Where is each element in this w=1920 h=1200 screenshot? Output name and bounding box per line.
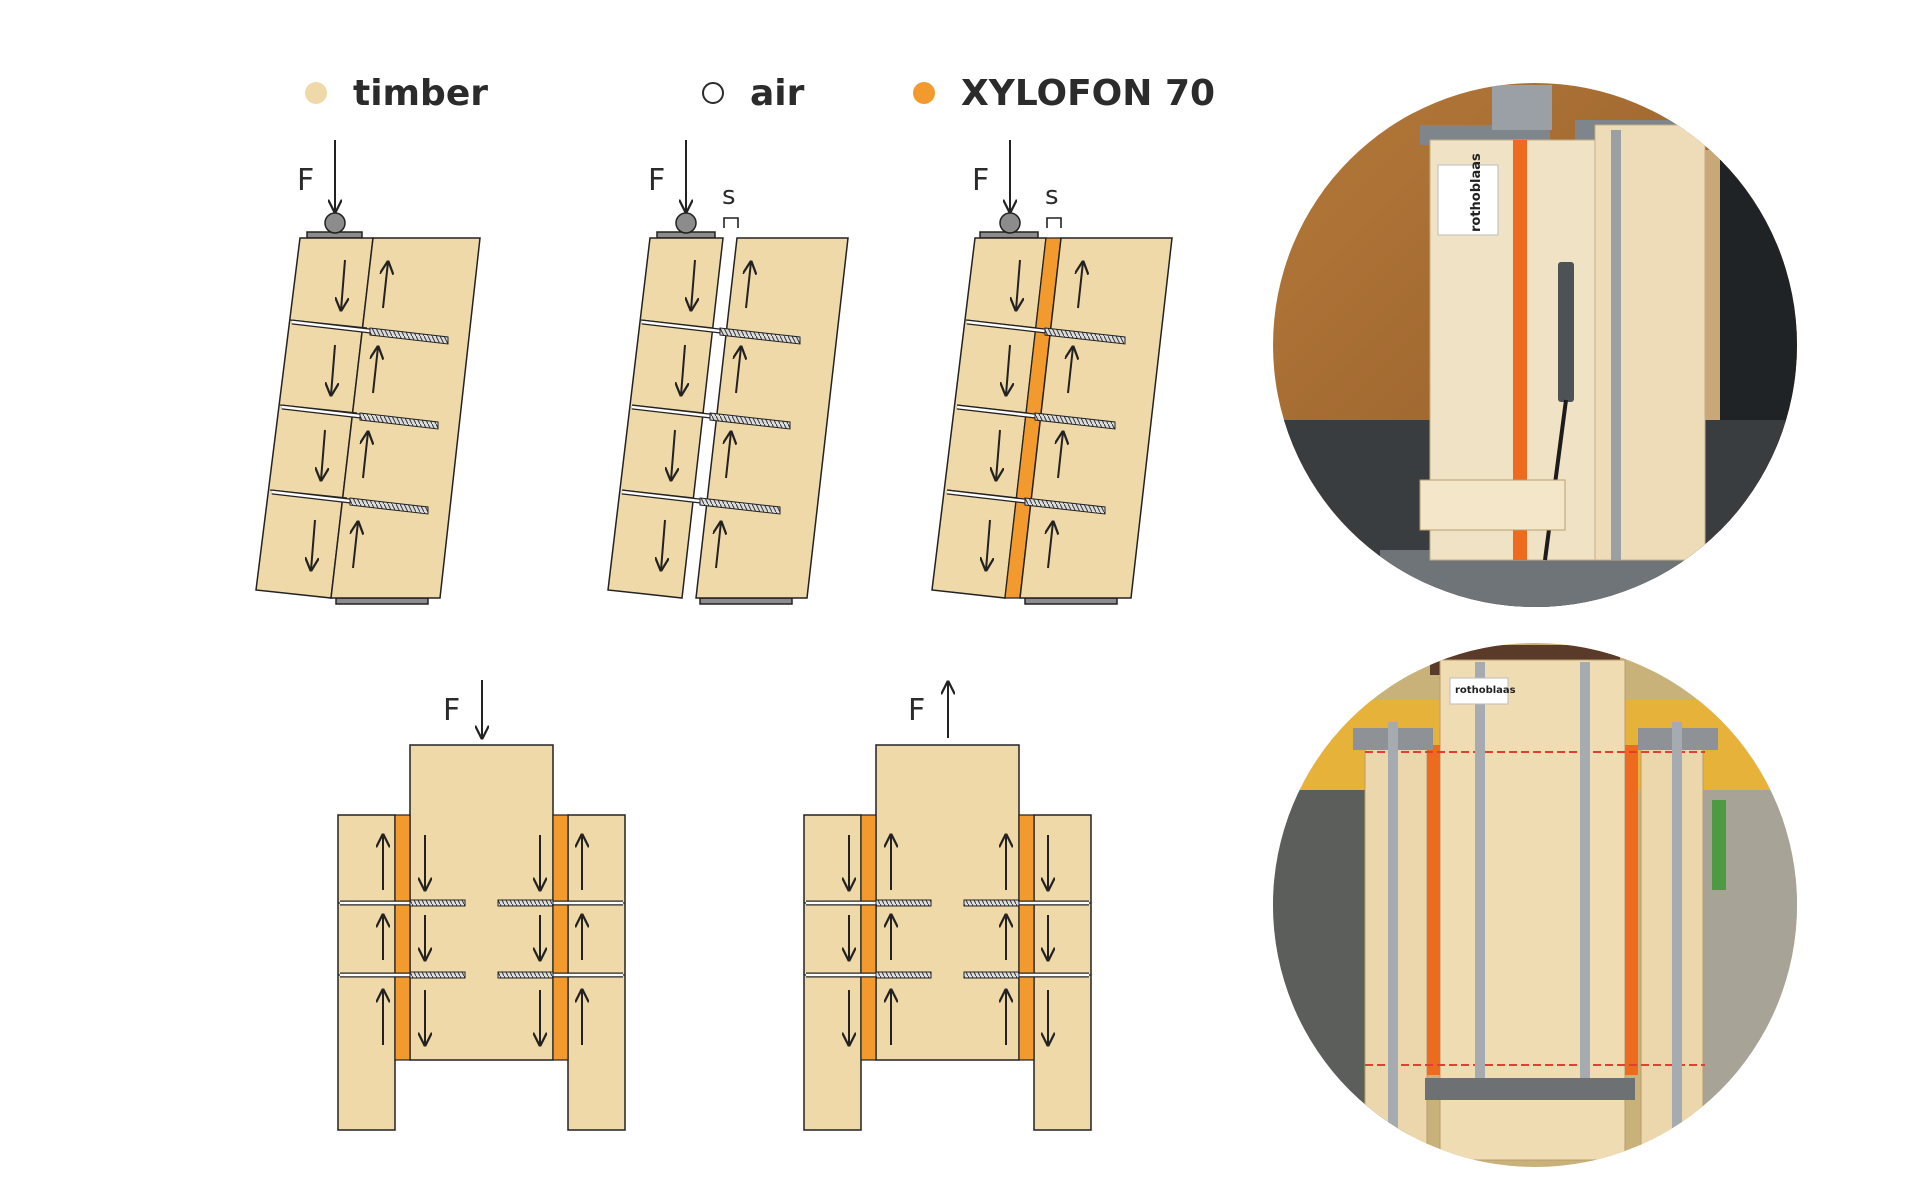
photo-shear-test-rig: rothoblaas (1273, 83, 1797, 607)
screw (497, 971, 623, 979)
xylofon-layer (860, 814, 877, 1061)
support-plate (335, 597, 429, 605)
force-label: F (648, 163, 665, 198)
compression-test: F (337, 680, 626, 1131)
screw (641, 319, 801, 345)
screw (291, 319, 449, 345)
shear-test-timber: F (255, 140, 481, 605)
screw (621, 489, 781, 515)
screw (340, 971, 466, 979)
xylofon-layer (394, 814, 411, 1061)
gap-label: s (1045, 181, 1059, 211)
force-label: F (972, 163, 989, 198)
xylofon-strip (1625, 745, 1638, 1075)
screw (806, 971, 932, 979)
screw (271, 489, 429, 515)
xylofon-swatch-icon (913, 82, 935, 104)
gap-bracket (1046, 217, 1062, 228)
gap-bracket (723, 217, 739, 228)
load-roller (999, 212, 1021, 234)
support-plate (1024, 597, 1118, 605)
timber-swatch-icon (305, 82, 327, 104)
shear-arrows (661, 260, 751, 570)
screw (497, 899, 623, 907)
tension-test: F (803, 682, 1092, 1131)
screw (963, 899, 1089, 907)
load-roller (324, 212, 346, 234)
xylofon-layer (1018, 814, 1035, 1061)
photo-brand-label: rothoblaas (1455, 685, 1516, 696)
shear-arrows (849, 835, 1048, 1045)
legend-timber-label: timber (353, 72, 488, 114)
support-plate (699, 597, 793, 605)
screw (956, 404, 1116, 430)
screw (946, 489, 1106, 515)
load-roller (675, 212, 697, 234)
screw (966, 319, 1126, 345)
photo-compression-test-rig: rothoblaas (1273, 643, 1797, 1167)
screw (340, 899, 466, 907)
gap-label: s (722, 181, 736, 211)
xylofon-layer (552, 814, 569, 1061)
shear-arrows (383, 835, 582, 1045)
xylofon-strip (1427, 745, 1440, 1075)
xylofon-strip (1513, 140, 1527, 560)
legend-air: air (702, 68, 804, 118)
legend-timber: timber (305, 68, 488, 118)
shear-test-xylofon: F s (931, 140, 1173, 605)
force-label: F (297, 163, 314, 198)
screw (631, 404, 791, 430)
air-swatch-icon (702, 82, 724, 104)
photo-brand-label: rothoblaas (1469, 153, 1484, 232)
force-label: F (908, 693, 925, 728)
legend-air-label: air (750, 72, 805, 114)
screw (963, 971, 1089, 979)
legend-xylofon-label: XYLOFON 70 (961, 72, 1216, 114)
legend-xylofon: XYLOFON 70 (913, 68, 1215, 118)
shear-arrows (311, 260, 388, 570)
screw (281, 404, 439, 430)
force-label: F (443, 693, 460, 728)
shear-test-air-gap: F s (607, 140, 849, 605)
screw (806, 899, 932, 907)
shear-arrows (986, 260, 1083, 570)
